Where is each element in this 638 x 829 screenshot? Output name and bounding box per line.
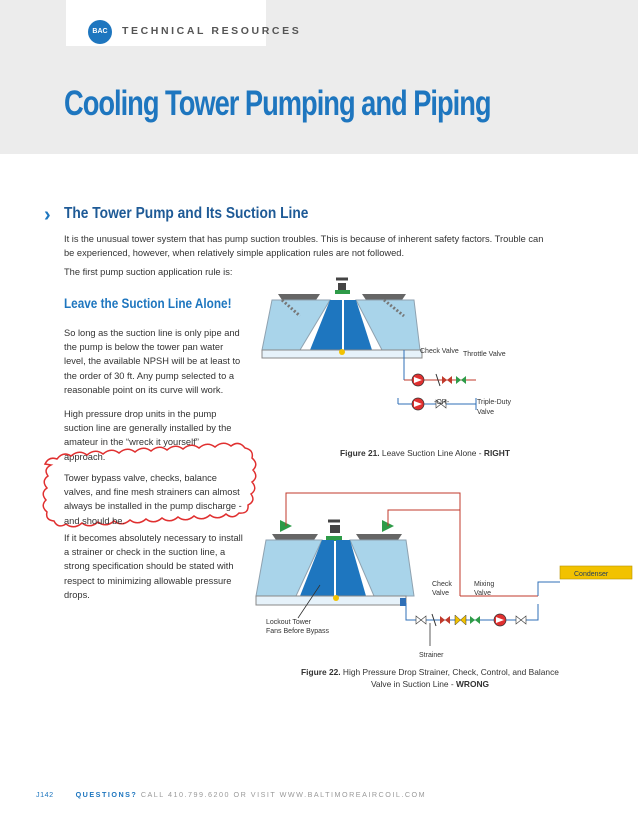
- paragraph-npsh: So long as the suction line is only pipe…: [64, 328, 241, 395]
- footer-contact: CALL 410.799.6200 OR VISIT WWW.BALTIMORE…: [137, 790, 427, 799]
- label-condenser: Condenser: [574, 571, 609, 578]
- label-or: -OR-: [434, 399, 450, 406]
- bac-logo: BAC: [88, 20, 112, 44]
- label-triple-duty-1: Triple-Duty: [477, 399, 511, 406]
- page-title: Cooling Tower Pumping and Piping: [64, 84, 492, 123]
- figure21-piping: Check Valve Throttle Valve -OR- Triple-D…: [397, 348, 511, 416]
- label-triple-duty-2: Valve: [477, 409, 494, 416]
- subheading: Leave the Suction Line Alone!: [64, 295, 232, 311]
- figure21-caption: Figure 21. Leave Suction Line Alone - RI…: [340, 448, 510, 458]
- chevron-right-icon: ›: [44, 204, 51, 226]
- label-mixing-valve: Valve: [474, 590, 491, 597]
- paragraph-strainer: If it becomes absolutely necessary to in…: [64, 533, 243, 600]
- label-strainer: Strainer: [419, 652, 444, 659]
- section-label: TECHNICAL RESOURCES: [122, 25, 302, 37]
- label-check: Check: [432, 581, 452, 588]
- figure22-tower: [255, 519, 415, 606]
- figure21-tower: [261, 277, 423, 359]
- callout-cloud: [42, 442, 257, 528]
- label-mixing: Mixing: [474, 581, 494, 588]
- footer-questions: QUESTIONS?: [75, 790, 138, 799]
- label-check-valve: Check Valve: [420, 348, 459, 355]
- label-check-valve-2: Valve: [432, 590, 449, 597]
- condenser: Condenser: [559, 565, 633, 580]
- section-heading: The Tower Pump and Its Suction Line: [64, 205, 309, 222]
- label-lockout-1: Lockout Tower: [266, 619, 312, 626]
- figure22-valves: [400, 598, 527, 627]
- callout-text: Tower bypass valve, checks, balance valv…: [64, 473, 242, 526]
- page-number: J142: [36, 790, 54, 799]
- intro-paragraph: It is the unusual tower system that has …: [64, 234, 544, 259]
- footer: J142 QUESTIONS? CALL 410.799.6200 OR VISI…: [36, 790, 426, 799]
- label-lockout-2: Fans Before Bypass: [266, 628, 330, 635]
- figure22-caption: Figure 22. High Pressure Drop Strainer, …: [301, 667, 559, 689]
- paragraph-high-pressure: High pressure drop units in the pump suc…: [64, 409, 232, 462]
- label-throttle-valve: Throttle Valve: [463, 351, 506, 358]
- rule-intro: The first pump suction application rule …: [64, 267, 233, 277]
